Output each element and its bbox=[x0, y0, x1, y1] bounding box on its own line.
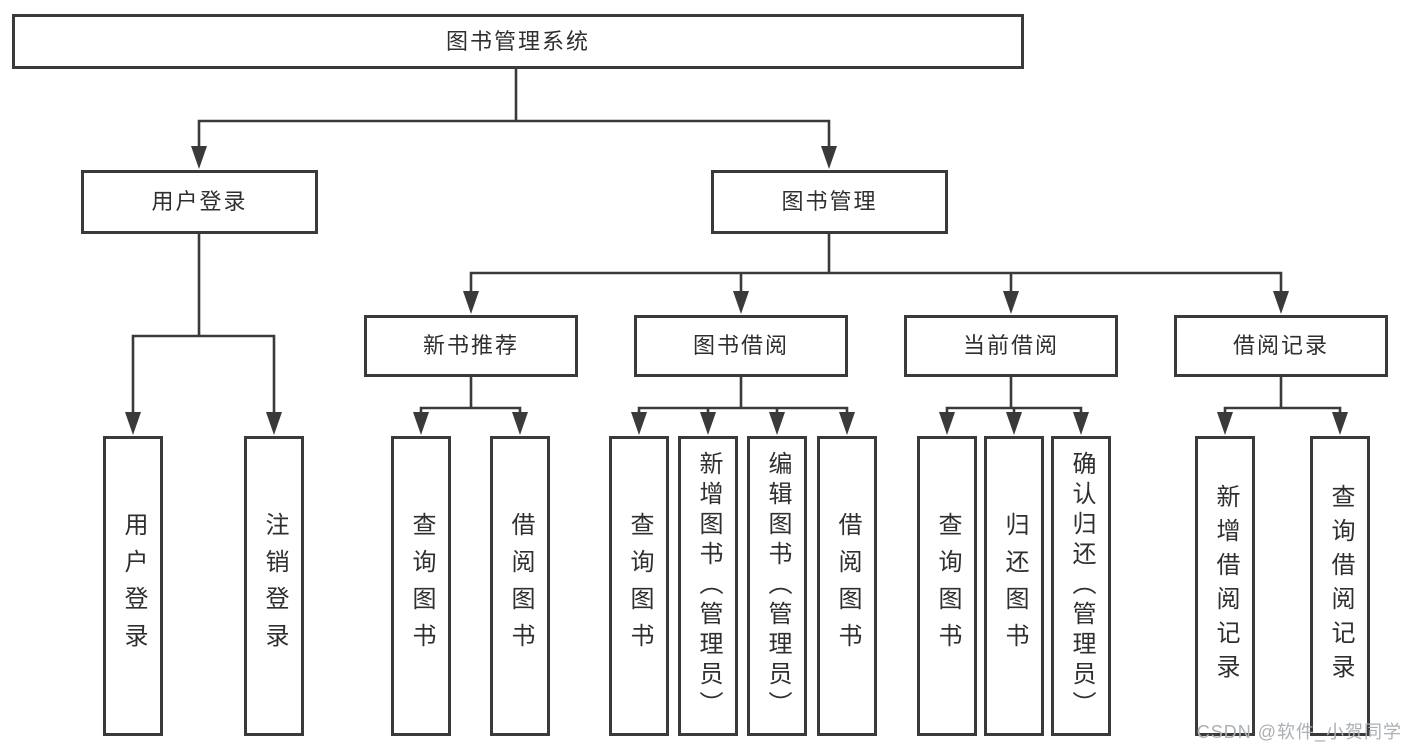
leaf-logout: 注销登录 bbox=[244, 436, 304, 736]
node-user-login: 用户登录 bbox=[81, 170, 318, 234]
arrowhead-icon bbox=[1273, 291, 1289, 314]
arrowhead-icon bbox=[939, 412, 955, 435]
leaf-borrow-books-recommend: 借阅图书 bbox=[490, 436, 550, 736]
arrowhead-icon bbox=[821, 146, 837, 169]
arrowhead-icon bbox=[1006, 412, 1022, 435]
node-book-management: 图书管理 bbox=[711, 170, 948, 234]
arrowhead-icon bbox=[1332, 412, 1348, 435]
leaf-borrow-books: 借阅图书 bbox=[817, 436, 877, 736]
node-book-borrowing: 图书借阅 bbox=[634, 315, 848, 377]
node-current-borrowing: 当前借阅 bbox=[904, 315, 1118, 377]
leaf-query-books-current: 查询图书 bbox=[917, 436, 977, 736]
arrowhead-icon bbox=[463, 291, 479, 314]
node-library-management-system: 图书管理系统 bbox=[12, 14, 1024, 69]
arrowhead-icon bbox=[1003, 291, 1019, 314]
node-borrowing-records: 借阅记录 bbox=[1174, 315, 1388, 377]
leaf-query-books-recommend: 查询图书 bbox=[391, 436, 451, 736]
leaf-add-borrow-record: 新增借阅记录 bbox=[1195, 436, 1255, 736]
arrowhead-icon bbox=[839, 412, 855, 435]
leaf-query-books-borrow: 查询图书 bbox=[609, 436, 669, 736]
arrowhead-icon bbox=[191, 146, 207, 169]
arrowhead-icon bbox=[512, 412, 528, 435]
leaf-user-login: 用户登录 bbox=[103, 436, 163, 736]
arrowhead-icon bbox=[125, 412, 141, 435]
arrowhead-icon bbox=[1073, 412, 1089, 435]
leaf-confirm-return-admin: 确认归还（管理员） bbox=[1051, 436, 1111, 736]
arrowheads bbox=[125, 146, 1348, 435]
leaf-add-books-admin: 新增图书（管理员） bbox=[678, 436, 738, 736]
arrowhead-icon bbox=[769, 412, 785, 435]
leaf-query-borrow-record: 查询借阅记录 bbox=[1310, 436, 1370, 736]
node-new-book-recommendation: 新书推荐 bbox=[364, 315, 578, 377]
arrowhead-icon bbox=[733, 291, 749, 314]
watermark: CSDN @软件_小贺同学 bbox=[1196, 722, 1402, 742]
arrowhead-icon bbox=[266, 412, 282, 435]
arrowhead-icon bbox=[700, 412, 716, 435]
leaf-edit-books-admin: 编辑图书（管理员） bbox=[747, 436, 807, 736]
arrowhead-icon bbox=[413, 412, 429, 435]
arrowhead-icon bbox=[1217, 412, 1233, 435]
leaf-return-books: 归还图书 bbox=[984, 436, 1044, 736]
arrowhead-icon bbox=[631, 412, 647, 435]
